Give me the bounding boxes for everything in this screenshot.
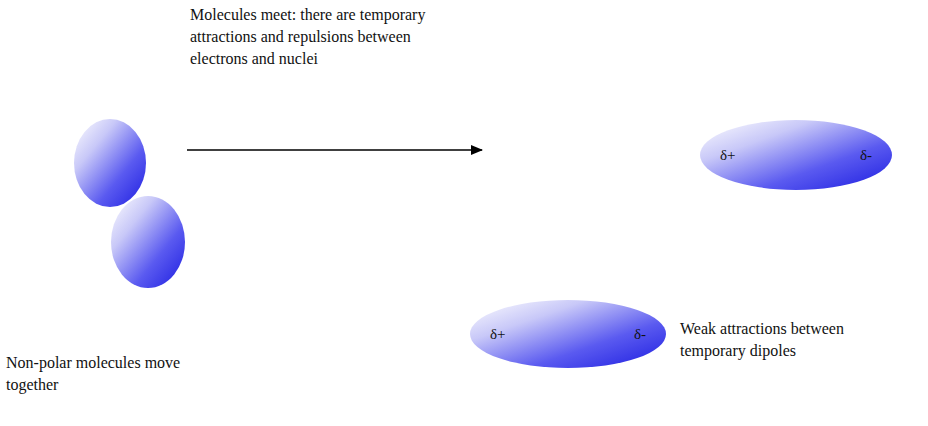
- caption-text: Weak attractions between temporary dipol…: [680, 318, 850, 362]
- process-arrow: [187, 149, 482, 151]
- caption-text: Molecules meet: there are temporary attr…: [190, 4, 440, 70]
- non-polar-molecule: [111, 196, 185, 288]
- molecule-ellipse: [470, 300, 666, 368]
- partial-charge: δ-: [634, 326, 646, 343]
- non-polar-molecule: [74, 119, 146, 207]
- partial-charge: δ-: [860, 147, 872, 164]
- dipole-molecule: δ+ δ-: [700, 120, 892, 190]
- partial-charge: δ+: [720, 147, 736, 164]
- molecule-ellipse: [700, 120, 892, 190]
- dipole-molecule: δ+ δ-: [470, 300, 666, 368]
- caption-text: Non-polar molecules move together: [6, 352, 186, 396]
- partial-charge: δ+: [490, 326, 506, 343]
